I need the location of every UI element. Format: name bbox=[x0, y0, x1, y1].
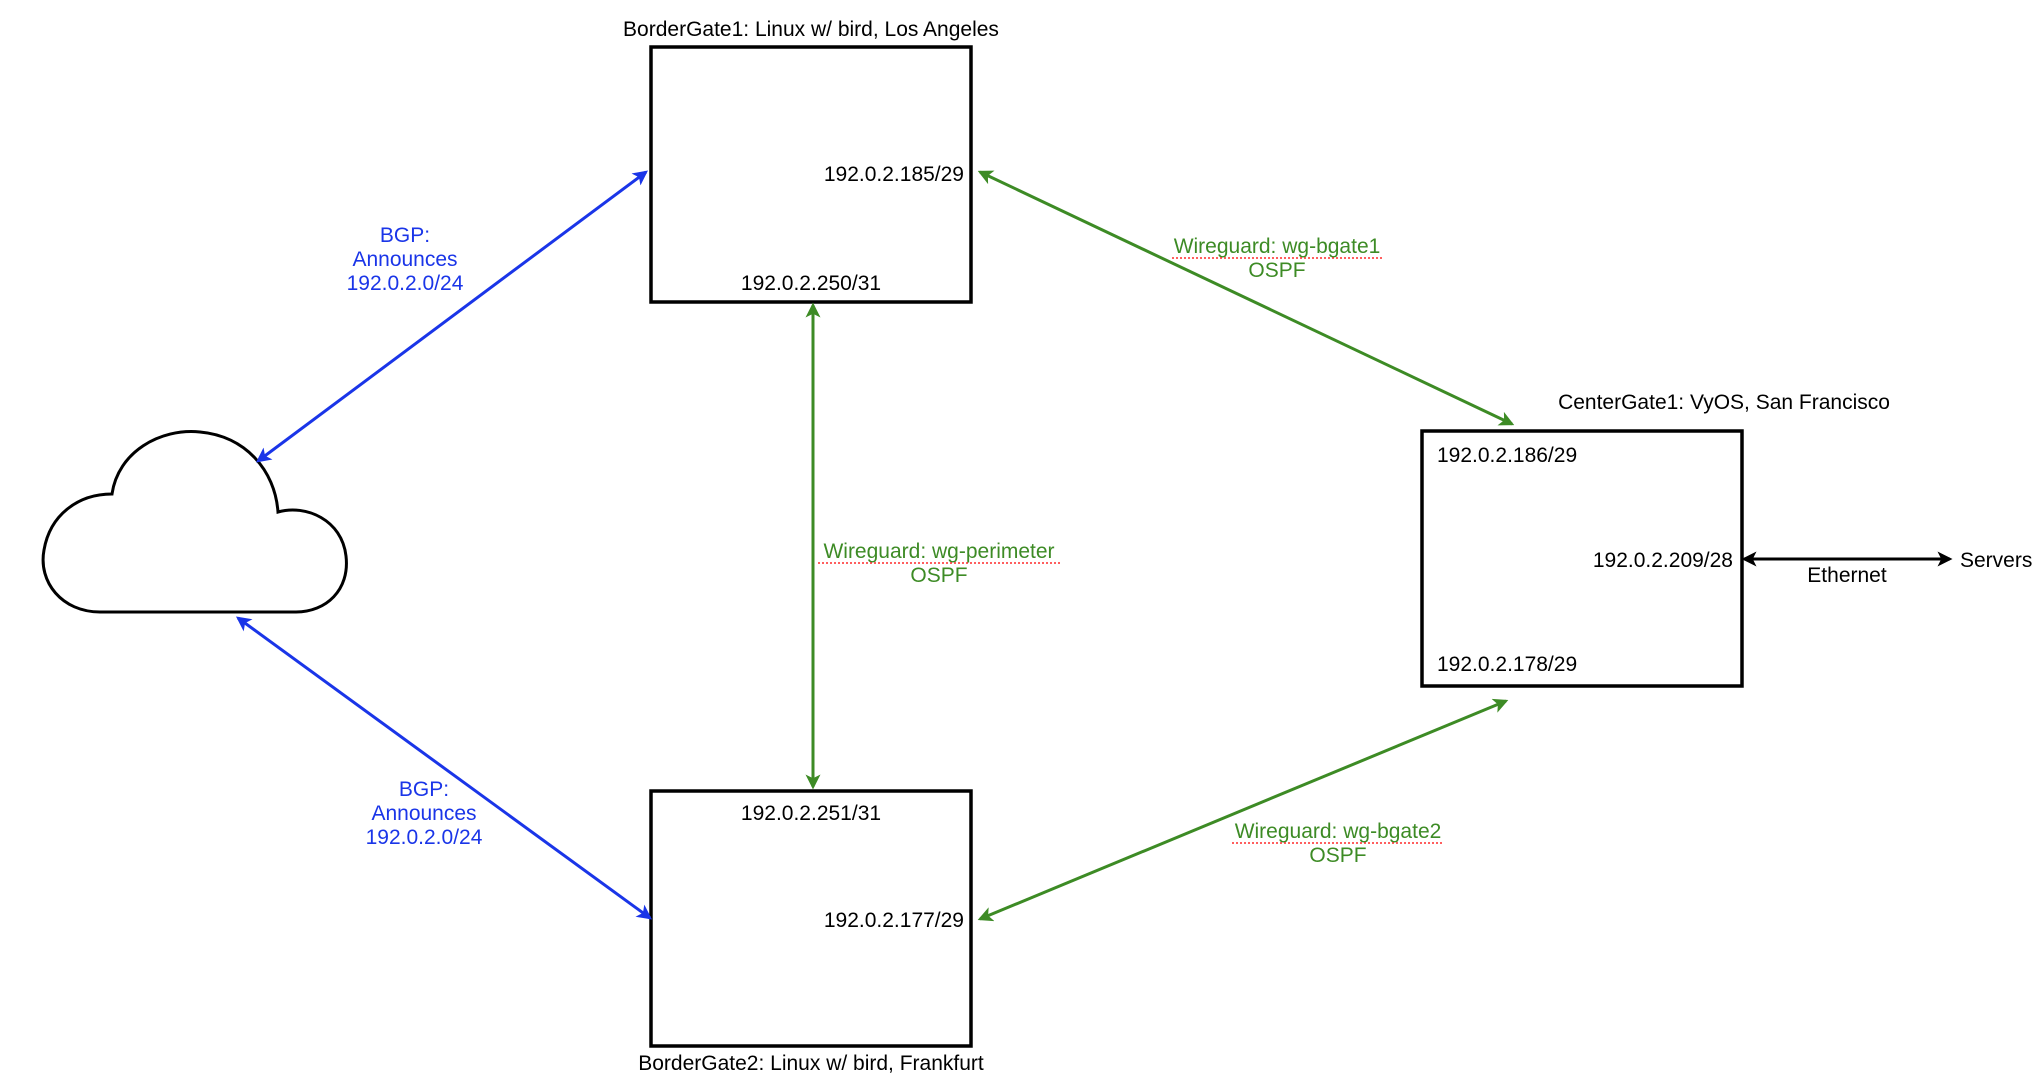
bgp-bottom-line2: Announces bbox=[371, 802, 476, 825]
servers-label: Servers bbox=[1960, 549, 2032, 572]
centergate1-iface-wg1: 192.0.2.186/29 bbox=[1437, 444, 1577, 467]
bordergate2-title: BorderGate2: Linux w/ bird, Frankfurt bbox=[638, 1052, 984, 1075]
wg-bgate1-link bbox=[977, 170, 1515, 426]
bgp-top-line3: 192.0.2.0/24 bbox=[347, 272, 464, 295]
bgp-top-line2: Announces bbox=[352, 248, 457, 271]
bgp-link-bottom bbox=[235, 616, 653, 920]
centergate1-iface-lan: 192.0.2.209/28 bbox=[1593, 549, 1733, 572]
bordergate1-title: BorderGate1: Linux w/ bird, Los Angeles bbox=[623, 18, 999, 41]
bordergate1-box bbox=[649, 45, 973, 304]
bordergate1-iface-wg1: 192.0.2.185/29 bbox=[824, 163, 964, 186]
bgp-link-top bbox=[255, 170, 649, 463]
bgp-bottom-line1: BGP: bbox=[399, 778, 449, 801]
centergate1-title: CenterGate1: VyOS, San Francisco bbox=[1558, 391, 1890, 414]
cloud-icon bbox=[41, 430, 348, 614]
bordergate2-iface-perimeter: 192.0.2.251/31 bbox=[741, 802, 881, 825]
wg-bgate2-protocol: OSPF bbox=[1309, 844, 1366, 867]
bgp-bottom-line3: 192.0.2.0/24 bbox=[366, 826, 483, 849]
wg-perimeter-protocol: OSPF bbox=[910, 564, 967, 587]
wg-perimeter-label: Wireguard: wg-perimeter bbox=[823, 540, 1054, 563]
wg-bgate1-protocol: OSPF bbox=[1248, 259, 1305, 282]
bgp-top-line1: BGP: bbox=[380, 224, 430, 247]
ethernet-label: Ethernet bbox=[1807, 564, 1887, 587]
wg-bgate1-label: Wireguard: wg-bgate1 bbox=[1174, 235, 1381, 258]
centergate1-iface-wg2: 192.0.2.178/29 bbox=[1437, 653, 1577, 676]
wg-bgate2-label: Wireguard: wg-bgate2 bbox=[1235, 820, 1442, 843]
bordergate2-iface-wg2: 192.0.2.177/29 bbox=[824, 909, 964, 932]
bordergate1-iface-perimeter: 192.0.2.250/31 bbox=[741, 272, 881, 295]
wg-bgate2-link bbox=[977, 698, 1509, 922]
